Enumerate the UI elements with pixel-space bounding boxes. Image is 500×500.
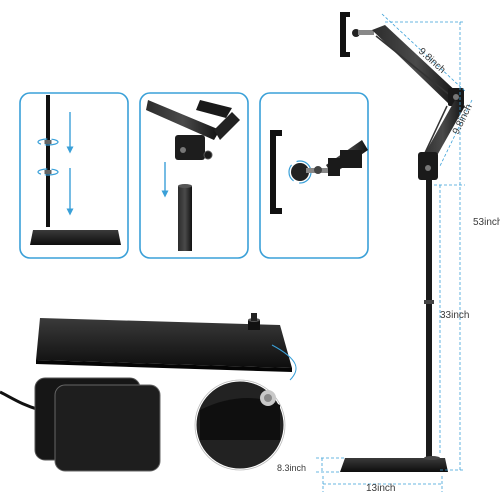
dim-label-base-width: 13inch — [366, 483, 395, 494]
floor-stand — [340, 12, 465, 472]
dim-label-base-depth: 8.3inch — [277, 463, 306, 473]
dim-label-pole-height: 33inch — [440, 310, 469, 321]
detail-panel-pole — [19, 92, 129, 259]
detail-panel-clamp — [259, 92, 369, 259]
base-plate-large — [36, 313, 292, 372]
rotate-arrow-icon — [37, 138, 59, 146]
dim-label-total-height: 53inch — [473, 217, 500, 228]
base-pads — [0, 377, 161, 472]
rotate-arrow-icon — [37, 168, 59, 176]
zoom-detail — [193, 378, 287, 472]
dimension-lines — [316, 13, 473, 492]
detail-panel-arm-joint — [139, 92, 249, 259]
callout-line — [271, 344, 297, 381]
